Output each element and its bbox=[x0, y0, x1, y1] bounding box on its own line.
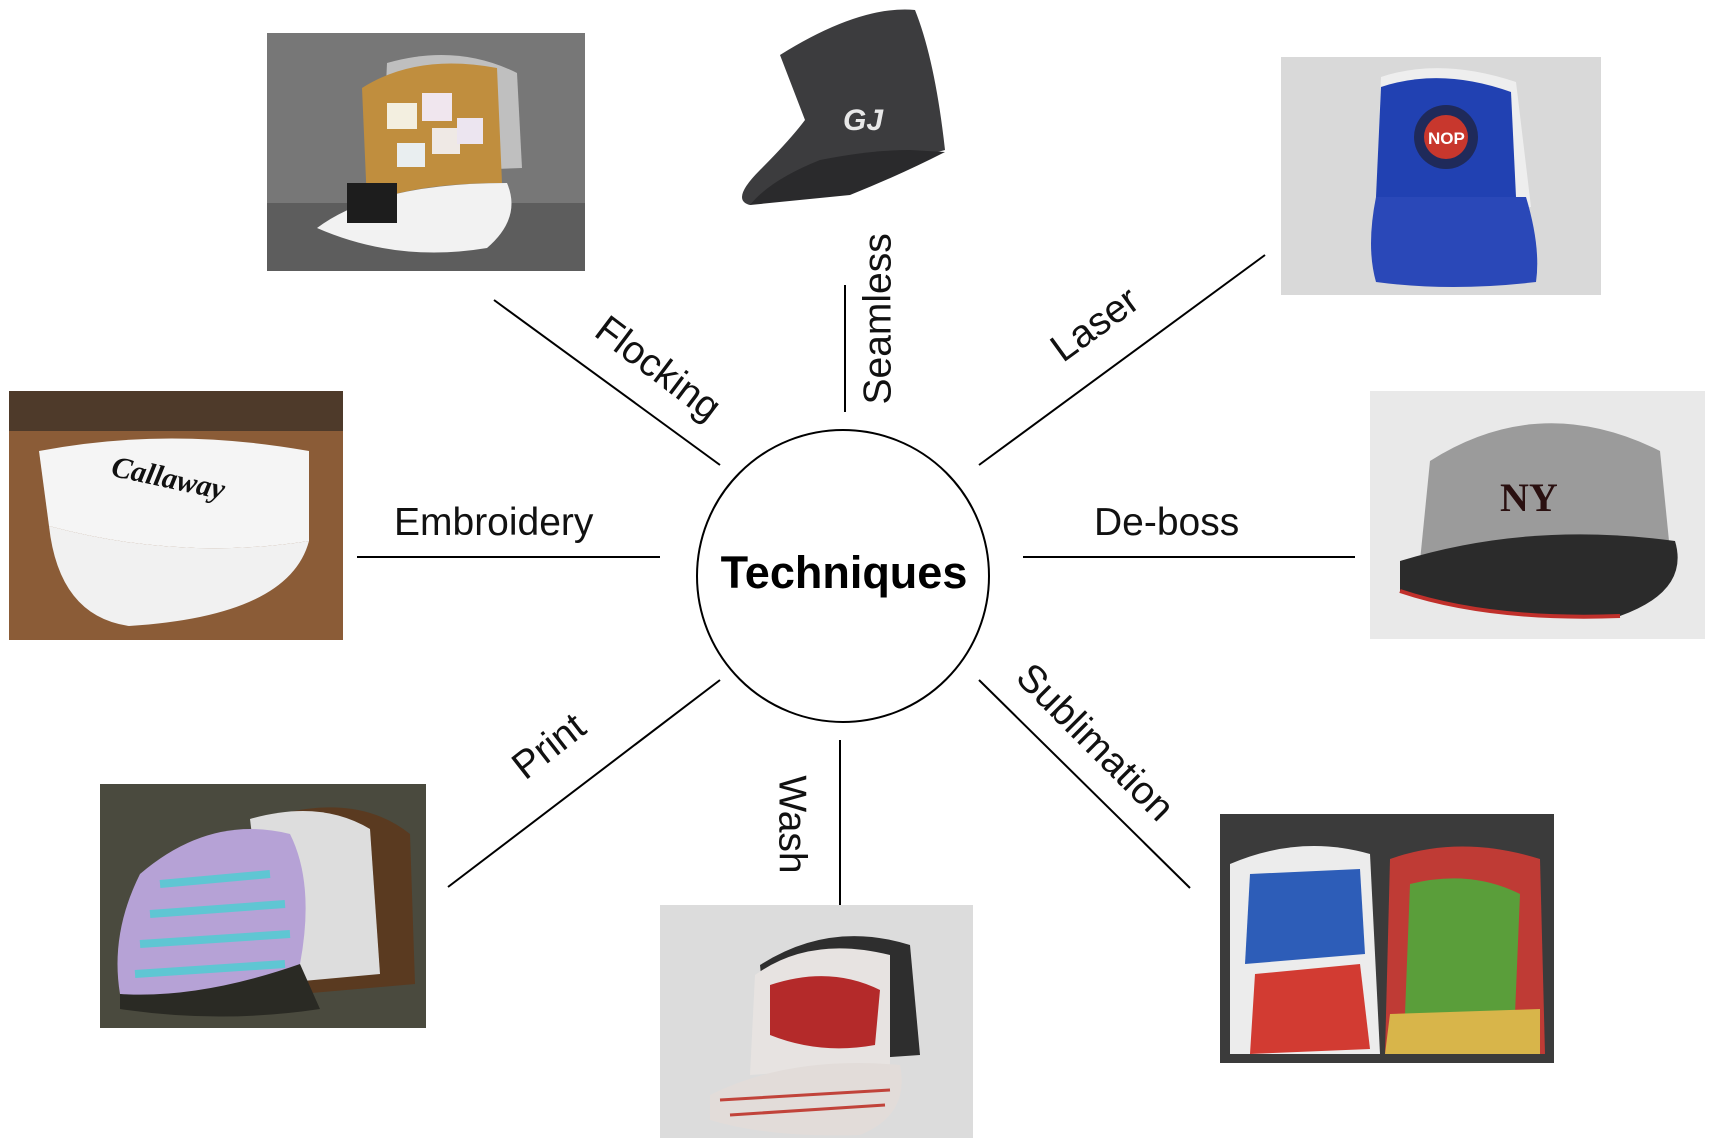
photo-flocking bbox=[267, 33, 585, 271]
label-deboss: De-boss bbox=[1094, 501, 1240, 544]
laser-logo: NOP bbox=[1428, 129, 1465, 148]
embroidery-visor-image: Callaway bbox=[9, 391, 343, 640]
seamless-logo: GJ bbox=[843, 104, 884, 137]
center-title: Techniques bbox=[720, 547, 968, 598]
flocking-cap-image bbox=[267, 33, 585, 271]
wash-cap-image bbox=[660, 905, 973, 1138]
photo-laser: NOP bbox=[1281, 57, 1601, 295]
photo-wash bbox=[660, 905, 973, 1138]
seamless-cap-image: GJ bbox=[742, 9, 945, 205]
line-print bbox=[447, 679, 721, 888]
sublimation-cap-image bbox=[1220, 814, 1554, 1063]
line-laser bbox=[978, 254, 1266, 466]
photo-deboss: NY bbox=[1370, 391, 1705, 639]
hub-circle bbox=[696, 429, 990, 723]
line-flocking bbox=[493, 299, 721, 466]
photo-embroidery: Callaway bbox=[9, 391, 343, 640]
laser-cap-image: NOP bbox=[1281, 57, 1601, 295]
line-sublimation bbox=[978, 679, 1191, 889]
photo-seamless: GJ bbox=[710, 0, 1010, 215]
photo-sublimation bbox=[1220, 814, 1554, 1063]
photo-print bbox=[100, 784, 426, 1028]
label-wash: Wash bbox=[770, 775, 814, 874]
print-cap-image bbox=[100, 784, 426, 1028]
deboss-logo: NY bbox=[1500, 475, 1558, 520]
label-seamless: Seamless bbox=[856, 233, 900, 405]
deboss-cap-image: NY bbox=[1370, 391, 1705, 639]
label-embroidery: Embroidery bbox=[394, 501, 594, 544]
